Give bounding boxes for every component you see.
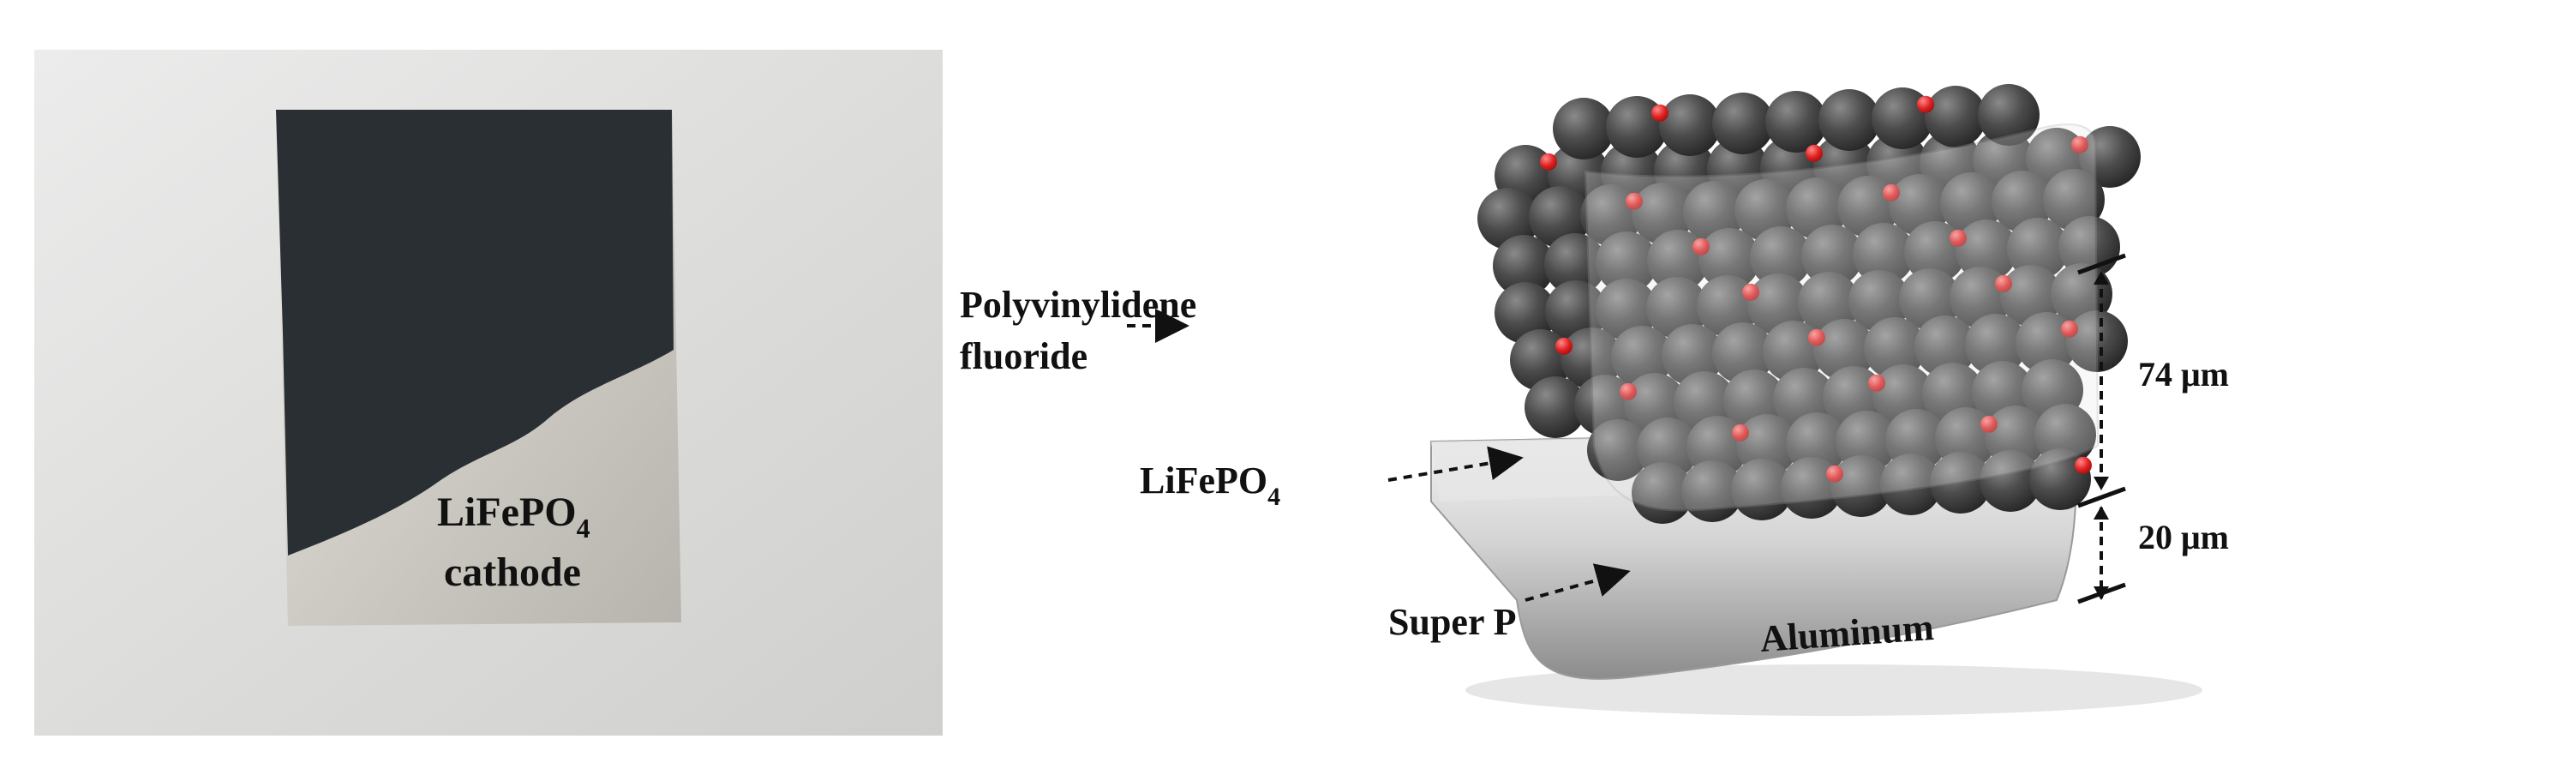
- lifepo4-particle: [2079, 126, 2141, 188]
- lifepo4-particle: [1683, 181, 1745, 243]
- super-p-particle: [1742, 283, 1759, 301]
- lifepo4-particle: [1750, 226, 1812, 288]
- lifepo4-particle: [1798, 272, 1860, 333]
- super-p-particle: [1950, 229, 1967, 247]
- coating-thickness-label: 74 μm: [2138, 355, 2229, 394]
- lifepo4-particle: [1529, 186, 1591, 248]
- lifepo4-particle: [1611, 326, 1673, 388]
- lifepo4-particle: [1880, 454, 1942, 515]
- lifepo4-particle: [1889, 174, 1950, 236]
- lifepo4-particle: [1985, 406, 2046, 467]
- super-p-particle: [1883, 183, 1900, 201]
- lifepo4-particle: [1646, 277, 1708, 339]
- lifepo4-particle: [1662, 324, 1723, 386]
- electrode-schematic: 74 μm 20 μm Polyvinylidene fluoride LiFe…: [960, 84, 2229, 716]
- lifepo4-particle: [1747, 273, 1809, 335]
- foil-shadow: [1465, 664, 2202, 716]
- super-p-particle: [1980, 415, 1998, 433]
- lifepo4-particle: [1596, 231, 1657, 293]
- super-p-particle: [1806, 144, 1823, 162]
- lifepo4-label: LiFePO4: [1140, 460, 1280, 511]
- lifepo4-particle: [1731, 459, 1793, 520]
- cathode-photo: LiFePO4 cathode: [34, 50, 943, 736]
- super-p-particle: [1808, 328, 1825, 346]
- lifepo4-particle: [1681, 460, 1743, 522]
- super-p-particle: [2071, 135, 2088, 153]
- lifepo4-particle: [1914, 315, 1976, 377]
- lifepo4-particle: [1698, 228, 1760, 290]
- super-p-particle: [1732, 424, 1749, 442]
- pvdf-label-line1: Polyvinylidene: [960, 284, 1196, 326]
- lifepo4-particle: [1477, 188, 1539, 249]
- lifepo4-particle: [1836, 411, 1897, 472]
- lifepo4-particle: [1965, 314, 2027, 375]
- coating-thickness-marker: [2077, 253, 2126, 508]
- lifepo4-particle: [1786, 412, 1848, 474]
- lifepo4-particle: [1637, 418, 1698, 479]
- lifepo4-particle: [1940, 172, 2002, 234]
- lifepo4-particle: [2000, 265, 2062, 327]
- lifepo4-particle: [1765, 91, 1827, 153]
- lifepo4-particle: [1545, 280, 1607, 342]
- super-p-particle: [1555, 337, 1573, 355]
- lifepo4-particle: [1956, 219, 2017, 281]
- lifepo4-particle: [1734, 179, 1796, 241]
- super-p-particle: [1917, 95, 1934, 113]
- super-p-particle: [1868, 374, 1885, 392]
- lifepo4-particle: [1493, 235, 1555, 297]
- lifepo4-particle: [2066, 310, 2128, 372]
- super-p-particle: [1692, 237, 1710, 255]
- lifepo4-coating: [276, 110, 674, 556]
- lifepo4-particle: [1525, 376, 1586, 438]
- lifepo4-particle: [1848, 270, 1910, 332]
- lifepo4-particle: [1980, 450, 2041, 512]
- lifepo4-particle: [1632, 462, 1693, 524]
- lifepo4-particle: [1736, 414, 1798, 476]
- lifepo4-particle: [1978, 84, 2040, 146]
- foil-thickness-label: 20 μm: [2138, 518, 2229, 556]
- lifepo4-particle: [1930, 452, 1992, 514]
- foil-thickness-marker: [2077, 506, 2126, 604]
- lifepo4-particle: [1712, 93, 1774, 154]
- lifepo4-particle: [1864, 317, 1926, 379]
- lifepo4-particle: [1992, 171, 2053, 232]
- lifepo4-particle: [1659, 94, 1721, 156]
- cathode-label-line2: cathode: [444, 550, 581, 595]
- lifepo4-particle: [1712, 322, 1774, 384]
- super-p-particle: [1540, 153, 1557, 171]
- cathode-label-line1: LiFePO4: [437, 490, 590, 544]
- lifepo4-particle: [1830, 455, 1892, 517]
- lifepo4-particle: [1818, 89, 1880, 151]
- lifepo4-particle: [2007, 218, 2069, 279]
- super-p-particle: [1626, 192, 1643, 210]
- pvdf-binder-envelope: [1584, 123, 2100, 512]
- lifepo4-particle: [1553, 98, 1614, 159]
- lifepo4-arrow: [1387, 446, 1524, 482]
- lifepo4-particle: [2034, 404, 2096, 466]
- pvdf-label-line2: fluoride: [960, 335, 1087, 377]
- lifepo4-particle: [1801, 225, 1863, 286]
- lifepo4-particle: [1925, 86, 1986, 147]
- lifepo4-particle: [1495, 282, 1556, 344]
- super-p-particle: [1995, 274, 2012, 292]
- lifepo4-particle-layer: [1477, 84, 2141, 524]
- lifepo4-particle: [1596, 279, 1657, 340]
- lifepo4-particle: [1544, 233, 1606, 295]
- lifepo4-particle: [1587, 419, 1649, 481]
- super-p-particle: [2061, 320, 2078, 338]
- lifepo4-particle: [1899, 268, 1961, 330]
- lifepo4-particle: [1885, 409, 1947, 471]
- super-p-particle: [1826, 465, 1843, 483]
- lifepo4-particle: [1786, 177, 1848, 239]
- lifepo4-particle: [1561, 327, 1622, 389]
- super-p-particle: [1651, 104, 1668, 122]
- lifepo4-particle: [1632, 183, 1693, 244]
- super-p-particle: [1620, 382, 1637, 400]
- lifepo4-particle: [2043, 169, 2105, 231]
- lifepo4-particle: [1813, 319, 1875, 381]
- super-p-particle: [2075, 456, 2092, 474]
- super-p-label: Super P: [1388, 601, 1517, 643]
- lifepo4-particle: [1853, 223, 1914, 285]
- super-p-arrow: [1525, 563, 1631, 602]
